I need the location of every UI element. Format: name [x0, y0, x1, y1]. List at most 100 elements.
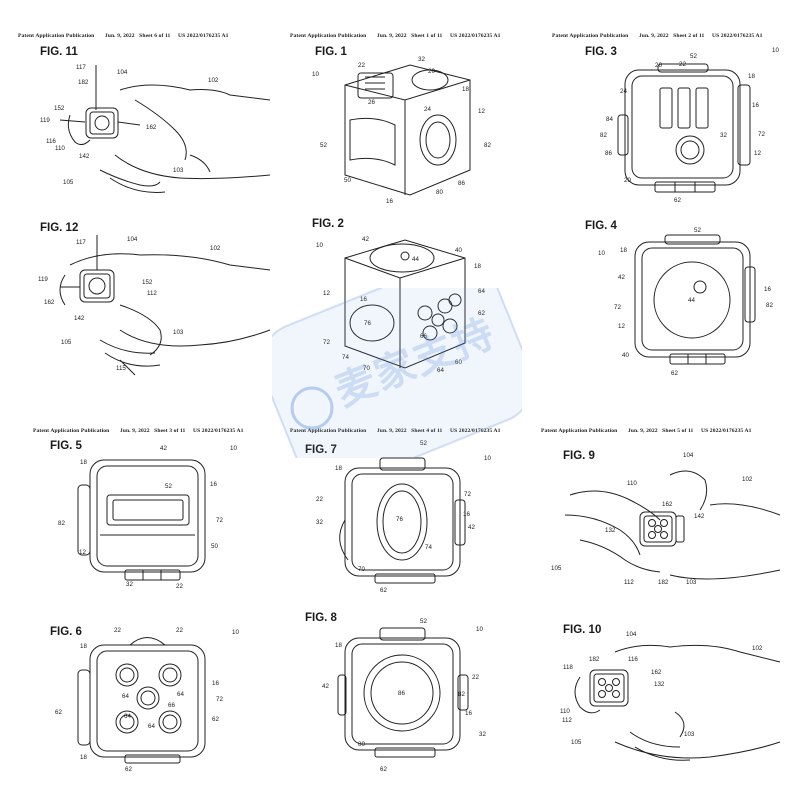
ref-12: 12 — [754, 150, 761, 157]
ref-16: 16 — [463, 511, 470, 518]
ref-44: 44 — [688, 297, 695, 304]
fig8-title: FIG. 8 — [305, 612, 337, 624]
ref-117: 117 — [76, 239, 86, 246]
ref-42: 42 — [468, 524, 475, 531]
ref-22: 22 — [679, 61, 686, 68]
ref-105: 105 — [551, 565, 562, 572]
ref-22: 22 — [176, 627, 183, 634]
header-date: Jun. 9, 2022 — [376, 428, 407, 434]
ref-40: 40 — [455, 247, 462, 254]
ref-42: 42 — [618, 274, 625, 281]
header-date: Jun. 9, 2022 — [627, 428, 658, 434]
ref-52: 52 — [320, 142, 327, 149]
ref-50: 50 — [211, 543, 218, 550]
ref-66: 66 — [168, 702, 175, 709]
ref-18: 18 — [80, 459, 87, 466]
fig2-cube-perspective-drawing — [330, 228, 480, 378]
header-sheet: Sheet 1 of 11 — [411, 33, 443, 39]
ref-103: 103 — [173, 329, 184, 336]
ref-12: 12 — [478, 108, 485, 115]
ref-26: 26 — [368, 99, 375, 106]
ref-64: 64 — [124, 713, 131, 720]
header-sheet: Sheet 6 of 11 — [139, 33, 171, 39]
ref-116: 116 — [46, 138, 56, 145]
ref-22: 22 — [358, 62, 365, 69]
ref-103: 103 — [686, 579, 697, 586]
header-number: US 2022/0176235 A1 — [711, 33, 763, 39]
header-pub: Patent Application Publication — [18, 33, 95, 39]
ref-80: 80 — [436, 189, 443, 196]
ref-112: 112 — [562, 717, 572, 724]
ref-62: 62 — [55, 709, 62, 716]
ref-104: 104 — [626, 631, 637, 638]
ref-12: 12 — [323, 290, 330, 297]
header-number: US 2022/0176235 A1 — [449, 33, 501, 39]
ref-82: 82 — [600, 132, 607, 139]
ref-152: 152 — [142, 279, 153, 286]
ref-62: 62 — [478, 310, 485, 317]
fig10-hand-holding-cube-drawing — [560, 632, 780, 767]
ref-24: 24 — [620, 88, 627, 95]
ref-102: 102 — [742, 476, 753, 483]
sheet6-header: Patent Application Publication Jun. 9, 2… — [18, 33, 229, 39]
ref-86: 86 — [605, 150, 612, 157]
ref-132: 132 — [654, 681, 665, 688]
ref-32: 32 — [418, 56, 425, 63]
ref-10: 10 — [598, 250, 605, 257]
fig1-title: FIG. 1 — [315, 46, 347, 58]
header-number: US 2022/0176235 A1 — [177, 33, 229, 39]
header-pub: Patent Application Publication — [33, 428, 110, 434]
ref-10: 10 — [232, 629, 239, 636]
ref-119: 119 — [38, 276, 48, 283]
ref-18: 18 — [620, 247, 627, 254]
ref-20: 20 — [428, 68, 435, 75]
fig8-cube-round-face-drawing — [330, 620, 470, 760]
ref-105: 105 — [63, 179, 74, 186]
ref-82: 82 — [484, 142, 491, 149]
fig2-title: FIG. 2 — [312, 218, 344, 230]
ref-162: 162 — [651, 669, 662, 676]
ref-16: 16 — [752, 102, 759, 109]
ref-152: 152 — [54, 105, 65, 112]
ref-18: 18 — [80, 643, 87, 650]
ref-62: 62 — [125, 766, 132, 773]
header-pub: Patent Application Publication — [290, 428, 367, 434]
ref-116: 116 — [628, 656, 638, 663]
ref-24: 24 — [424, 106, 431, 113]
ref-76: 76 — [396, 516, 403, 523]
ref-18: 18 — [748, 73, 755, 80]
ref-22: 22 — [316, 496, 323, 503]
ref-22: 22 — [472, 674, 479, 681]
ref-104: 104 — [683, 452, 694, 459]
ref-82: 82 — [58, 520, 65, 527]
ref-182: 182 — [78, 79, 89, 86]
ref-16: 16 — [360, 296, 367, 303]
sheet4-header: Patent Application Publication Jun. 9, 2… — [290, 428, 501, 434]
ref-102: 102 — [752, 645, 763, 652]
header-number: US 2022/0176235 A1 — [449, 428, 501, 434]
ref-52: 52 — [690, 53, 697, 60]
ref-162: 162 — [146, 124, 157, 131]
ref-10: 10 — [316, 242, 323, 249]
header-date: Jun. 9, 2022 — [376, 33, 407, 39]
ref-110: 110 — [560, 708, 570, 715]
header-number: US 2022/0176235 A1 — [700, 428, 752, 434]
fig7-cube-oval-face-drawing — [330, 450, 470, 585]
ref-112: 112 — [624, 579, 634, 586]
ref-182: 182 — [589, 656, 600, 663]
ref-60: 60 — [455, 359, 462, 366]
ref-72: 72 — [614, 304, 621, 311]
ref-105: 105 — [61, 339, 72, 346]
ref-142: 142 — [79, 153, 90, 160]
ref-119: 119 — [40, 117, 50, 124]
fig9-open-hand-with-cube-drawing — [560, 460, 780, 590]
ref-20: 20 — [624, 177, 631, 184]
ref-76: 76 — [364, 320, 371, 327]
ref-62: 62 — [380, 587, 387, 594]
ref-52: 52 — [165, 483, 172, 490]
ref-50: 50 — [344, 177, 351, 184]
ref-74: 74 — [425, 544, 432, 551]
ref-42: 42 — [362, 236, 369, 243]
sheet5-header: Patent Application Publication Jun. 9, 2… — [541, 428, 752, 434]
ref-103: 103 — [684, 731, 695, 738]
